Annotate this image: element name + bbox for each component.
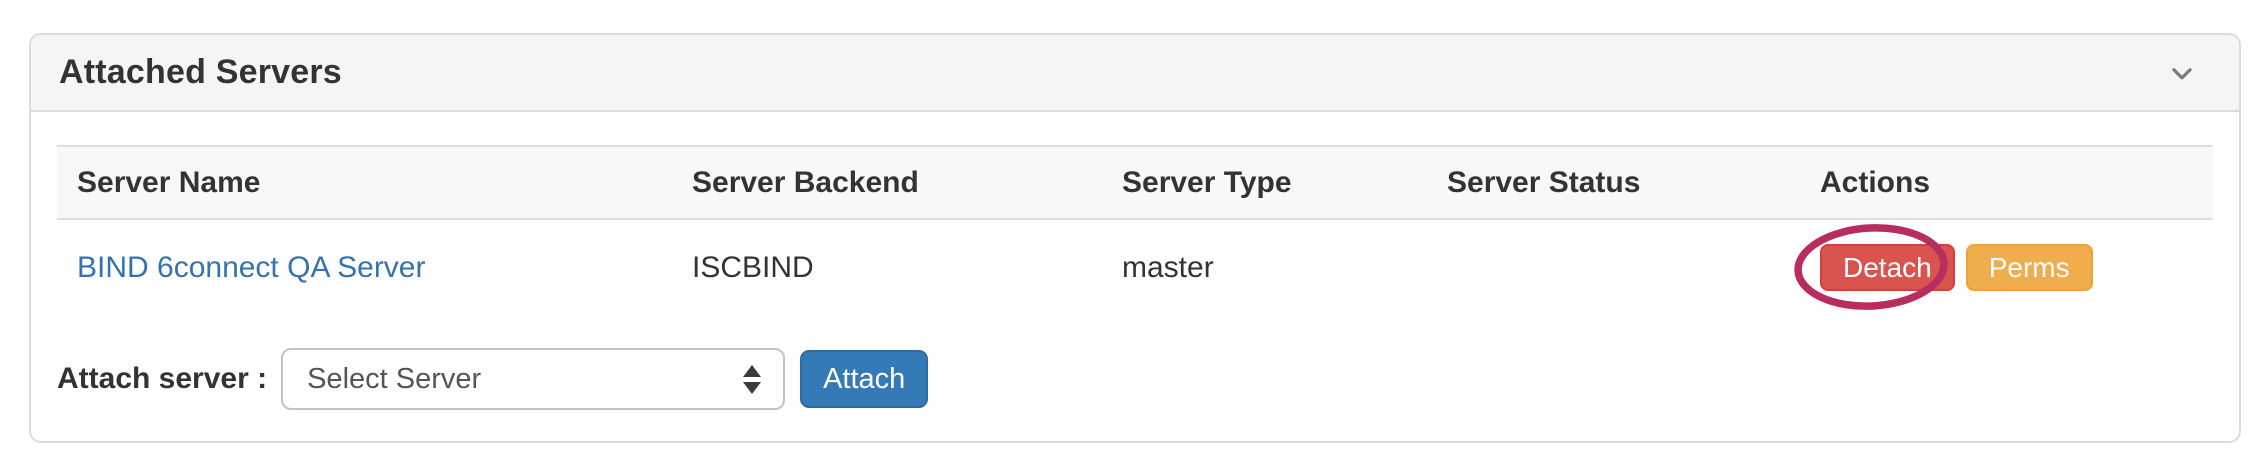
actions-group: Detach Perms <box>1794 224 2093 310</box>
server-select-value: Select Server <box>307 362 482 395</box>
table-row: BIND 6connect QA Server ISCBIND master D… <box>57 219 2213 315</box>
cell-server-status <box>1427 219 1800 315</box>
arrow-down-icon <box>743 381 762 394</box>
collapse-panel-button[interactable] <box>2161 56 2203 90</box>
attached-servers-panel: Attached Servers Server Name Server Bac <box>29 33 2241 443</box>
panel-heading: Attached Servers <box>31 35 2239 112</box>
panel-body: Server Name Server Backend Server Type S… <box>31 112 2239 410</box>
arrow-up-icon <box>743 364 762 377</box>
attached-servers-table: Server Name Server Backend Server Type S… <box>57 145 2213 315</box>
column-header-server-backend: Server Backend <box>672 145 1102 220</box>
column-header-server-type: Server Type <box>1102 145 1427 220</box>
perms-button[interactable]: Perms <box>1965 244 2093 291</box>
select-stepper-icon <box>743 364 762 394</box>
table-header-row: Server Name Server Backend Server Type S… <box>57 145 2213 220</box>
attach-button[interactable]: Attach <box>800 350 929 408</box>
detach-button[interactable]: Detach <box>1820 244 1955 291</box>
attach-server-form: Attach server : Select Server Attach <box>57 348 2213 410</box>
attach-server-label: Attach server : <box>57 362 268 395</box>
column-header-server-status: Server Status <box>1427 145 1800 220</box>
cell-server-name: BIND 6connect QA Server <box>57 219 672 315</box>
column-header-server-name: Server Name <box>57 145 672 220</box>
server-select[interactable]: Select Server <box>281 348 786 410</box>
cell-server-backend: ISCBIND <box>692 250 814 284</box>
server-name-link[interactable]: BIND 6connect QA Server <box>77 250 426 284</box>
column-header-actions: Actions <box>1800 145 2213 220</box>
panel-title: Attached Servers <box>59 53 342 91</box>
chevron-down-icon <box>2165 60 2199 86</box>
cell-server-type: master <box>1122 250 1214 284</box>
cell-actions: Detach Perms <box>1794 219 2213 315</box>
